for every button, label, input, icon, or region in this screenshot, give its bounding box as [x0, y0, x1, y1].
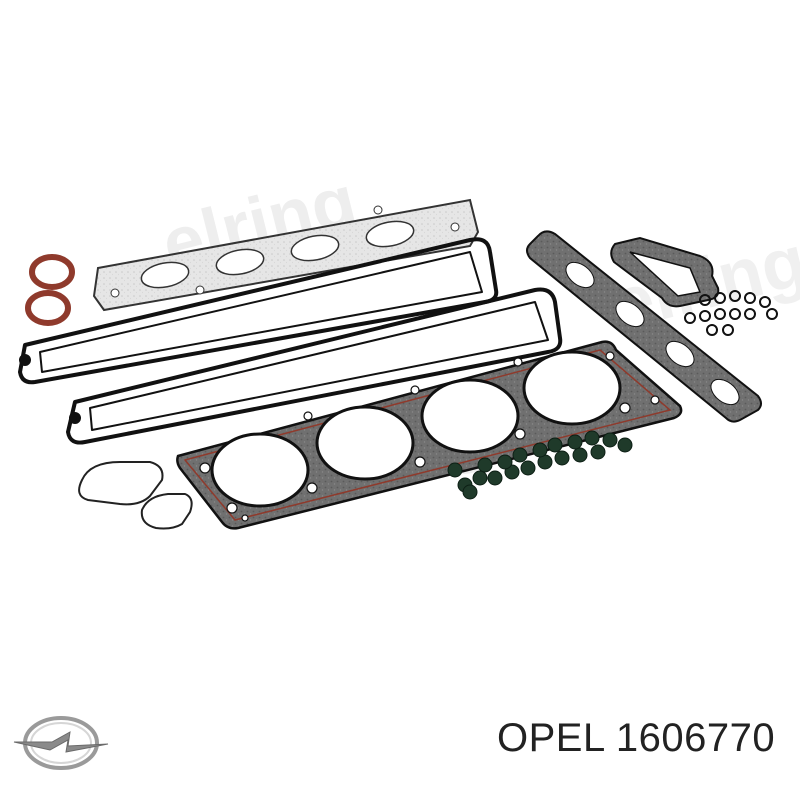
part-caption: OPEL 1606770 — [497, 708, 797, 768]
oil-seal-lower — [25, 290, 71, 326]
intake-manifold-gasket — [526, 230, 762, 423]
valve-stem-seals — [447, 430, 633, 500]
o-rings — [684, 290, 778, 336]
oil-seal-rings — [25, 254, 75, 326]
thermostat-housing-gasket — [610, 236, 720, 308]
cylinder-head-gasket — [176, 340, 683, 530]
small-outline-gaskets — [78, 461, 193, 530]
exhaust-manifold-gasket — [92, 198, 480, 312]
valve-cover-gaskets — [18, 237, 563, 445]
brand-label: OPEL — [497, 716, 605, 760]
part-number: 1606770 — [615, 716, 776, 760]
opel-blitz-logo-icon — [13, 716, 109, 770]
oil-seal-upper — [29, 254, 75, 290]
